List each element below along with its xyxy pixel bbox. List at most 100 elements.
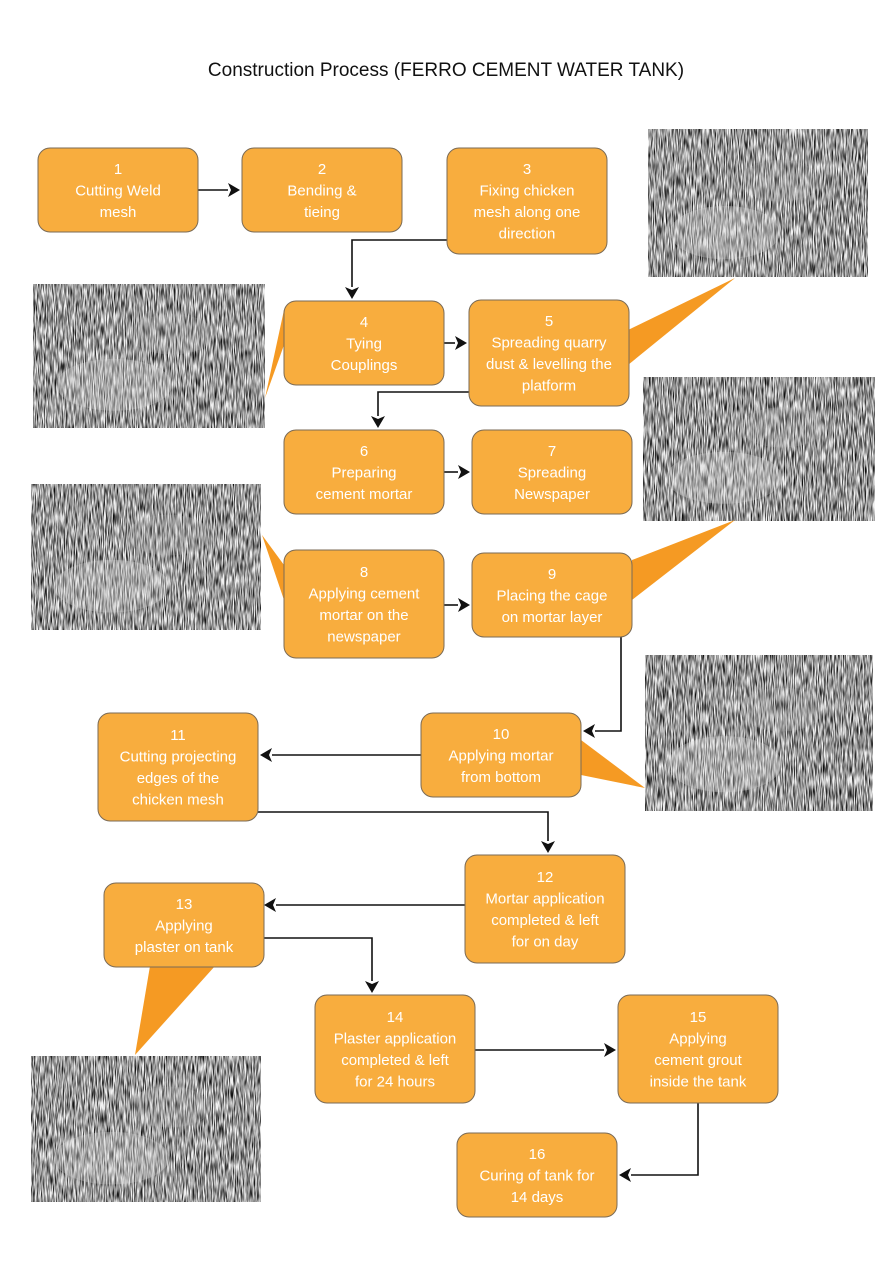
connector-4-to-5 xyxy=(444,336,467,350)
step-number: 6 xyxy=(360,443,368,460)
step-box-shape xyxy=(420,712,582,798)
step-box-shape xyxy=(283,300,445,386)
step-label-line: Cutting projecting xyxy=(120,749,237,766)
connector-line xyxy=(631,1103,699,1176)
step-label-line: completed & left xyxy=(341,1052,449,1069)
step-label-line: Spreading xyxy=(518,464,586,481)
connector-6-to-7 xyxy=(444,465,470,479)
arrowhead-icon xyxy=(260,748,272,762)
photo-highlight xyxy=(127,1086,211,1128)
photo-highlight xyxy=(670,205,780,260)
step-number: 15 xyxy=(690,1009,707,1026)
step-number: 9 xyxy=(548,566,556,583)
step-number: 1 xyxy=(114,161,122,178)
photo-highlight xyxy=(666,451,783,504)
arrowhead-icon xyxy=(458,465,470,479)
step-box-shape xyxy=(241,147,403,233)
step-label-line: Applying mortar xyxy=(448,747,553,764)
connector-14-to-15 xyxy=(475,1043,616,1057)
step-box-shape xyxy=(283,429,445,515)
callout-pointer-8 xyxy=(262,535,284,600)
photo-grain xyxy=(31,484,261,630)
step-number: 11 xyxy=(170,727,186,744)
step-box-shape xyxy=(446,147,608,255)
connector-11-to-12 xyxy=(258,811,555,853)
step-number: 4 xyxy=(360,314,368,331)
connector-10-to-11 xyxy=(260,748,421,762)
step-label-line: Fixing chicken xyxy=(479,183,574,200)
step-label-line: on mortar layer xyxy=(502,609,603,626)
step-number: 13 xyxy=(176,896,193,913)
step-label-line: Spreading quarry xyxy=(491,335,607,352)
photo-grain xyxy=(31,1056,261,1202)
step-label-line: mesh xyxy=(100,204,137,221)
photo-highlight xyxy=(56,358,173,411)
step-box-shape xyxy=(314,994,476,1104)
step-label-line: chicken mesh xyxy=(132,792,224,809)
photo-applying-mortar-bottom xyxy=(645,655,873,811)
photo-highlight xyxy=(130,314,214,355)
photo-highlight xyxy=(740,407,824,448)
step-label-line: mortar on the xyxy=(319,607,408,624)
connector-line xyxy=(258,811,549,841)
photo-grain xyxy=(648,129,868,277)
step-number: 14 xyxy=(387,1009,404,1026)
step-box-shape xyxy=(283,549,445,659)
arrowhead-icon xyxy=(541,841,555,853)
callout-pointer-9 xyxy=(632,520,735,600)
connector-15-to-16 xyxy=(619,1103,699,1182)
arrowhead-icon xyxy=(583,724,595,738)
photo-spreading-newspaper xyxy=(643,377,875,521)
step-label-line: inside the tank xyxy=(650,1074,747,1091)
diagram-title: Construction Process (FERRO CEMENT WATER… xyxy=(208,60,684,81)
connector-8-to-9 xyxy=(444,598,470,612)
step-box-shape xyxy=(617,994,779,1104)
step-label-line: Mortar application xyxy=(485,891,604,908)
arrowhead-icon xyxy=(455,336,467,350)
step-number: 7 xyxy=(548,443,556,460)
connector-13-to-14 xyxy=(264,937,379,993)
connector-1-to-2 xyxy=(198,183,240,197)
arrowhead-icon xyxy=(365,981,379,993)
connector-line xyxy=(595,637,622,732)
step-label-line: tieing xyxy=(304,204,340,221)
step-label-line: plaster on tank xyxy=(135,939,234,956)
callout-pointer-10 xyxy=(581,740,645,788)
step-label-line: Placing the cage xyxy=(497,587,608,604)
step-label-line: cement grout xyxy=(654,1052,742,1069)
step-label-line: Preparing xyxy=(331,464,396,481)
step-label-line: from bottom xyxy=(461,769,541,786)
photo-highlight xyxy=(54,1131,169,1185)
step-box-shape xyxy=(464,854,626,964)
step-box-shape xyxy=(97,712,259,822)
photo-fixing-chicken-mesh xyxy=(648,129,868,277)
step-label-line: Applying cement xyxy=(309,586,421,603)
step-label-line: Applying xyxy=(155,917,213,934)
step-number: 10 xyxy=(493,726,510,743)
step-box-shape xyxy=(37,147,199,233)
photo-grain xyxy=(643,377,875,521)
arrowhead-icon xyxy=(371,416,385,428)
callout-pointer-5 xyxy=(628,278,735,365)
photo-applying-mortar-newspaper xyxy=(31,484,261,630)
step-label-line: cement mortar xyxy=(316,486,413,503)
step-label-line: Plaster application xyxy=(334,1031,457,1048)
photo-highlight xyxy=(127,514,211,556)
step-label-line: for 24 hours xyxy=(355,1074,435,1091)
arrowhead-icon xyxy=(458,598,470,612)
step-number: 12 xyxy=(537,869,554,886)
